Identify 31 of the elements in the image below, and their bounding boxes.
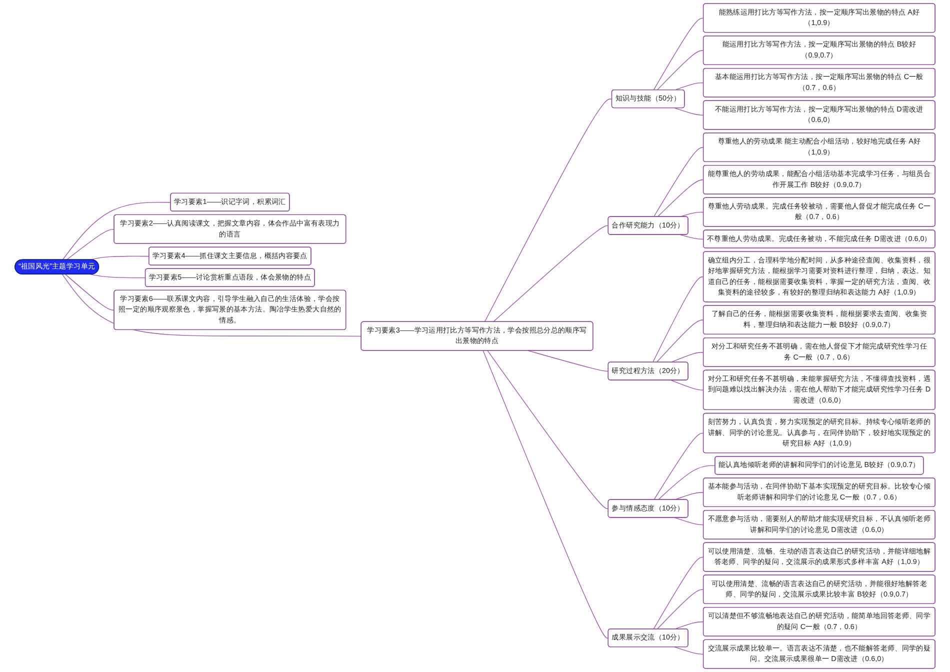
connector [90, 274, 146, 278]
connector [680, 234, 704, 240]
connector [62, 202, 171, 260]
connector [656, 50, 704, 90]
connector [66, 228, 115, 260]
connector [674, 108, 704, 116]
connector [90, 256, 150, 260]
connector [62, 274, 362, 337]
connector [656, 320, 704, 363]
connector [482, 350, 609, 638]
connector [674, 492, 704, 500]
connector [657, 180, 704, 218]
connector [653, 18, 704, 90]
connector [670, 352, 704, 363]
connector [492, 225, 609, 322]
connector [656, 589, 704, 630]
connector [658, 465, 716, 500]
connector [64, 274, 115, 310]
connector [654, 432, 704, 500]
connector [674, 646, 704, 655]
connector [674, 82, 704, 90]
connector [674, 622, 704, 630]
connector [487, 350, 609, 510]
connector [674, 517, 704, 526]
connector [680, 212, 704, 218]
connector [652, 276, 704, 363]
connector [670, 380, 704, 390]
connector [484, 98, 612, 322]
connector [653, 147, 704, 218]
connector [528, 350, 609, 372]
connector [653, 556, 704, 630]
